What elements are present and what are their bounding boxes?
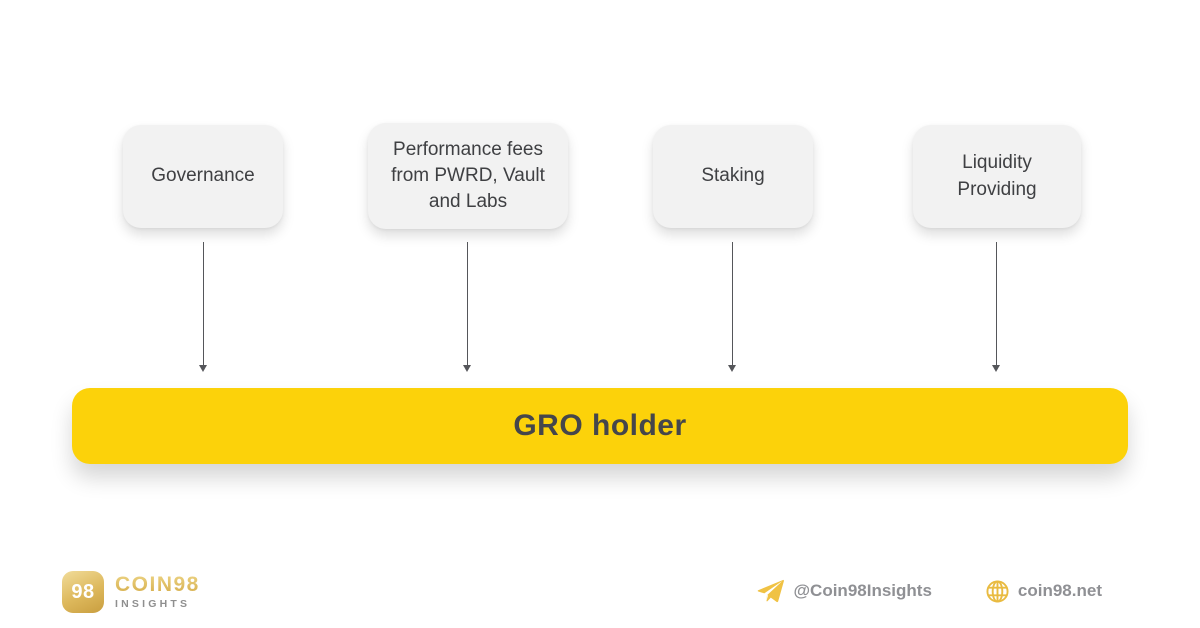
globe-icon: [986, 579, 1009, 603]
telegram-handle-item: @Coin98Insights: [757, 579, 932, 603]
coin98-insights-logo: 98 COIN98 INSIGHTS: [62, 571, 200, 613]
arrow-down-staking: [727, 242, 736, 372]
website-url: coin98.net: [1017, 581, 1102, 600]
gro-holder-label: GRO holder: [513, 409, 687, 442]
gro-holder-bar: GRO holder: [72, 388, 1128, 464]
node-governance: Governance: [123, 125, 283, 228]
website-item: coin98.net: [986, 579, 1102, 603]
brand-subtitle: INSIGHTS: [115, 598, 191, 611]
telegram-handle: @Coin98Insights: [793, 581, 932, 600]
arrow-down-governance: [198, 242, 207, 372]
brand-name: COIN98: [115, 572, 200, 596]
brand-wordmark: COIN98 INSIGHTS: [115, 572, 200, 611]
node-performance-fees: Performance fees from PWRD, Vault and La…: [368, 123, 568, 229]
arrow-down-liquidity-providing: [991, 242, 1000, 372]
footer-social: @Coin98Insights coin98.net: [757, 579, 1102, 603]
node-staking: Staking: [653, 125, 813, 228]
arrow-down-performance-fees: [462, 242, 471, 372]
coin98-badge-icon: 98: [62, 571, 104, 613]
node-liquidity-providing: Liquidity Providing: [913, 125, 1081, 228]
paper-plane-icon: [757, 579, 785, 603]
